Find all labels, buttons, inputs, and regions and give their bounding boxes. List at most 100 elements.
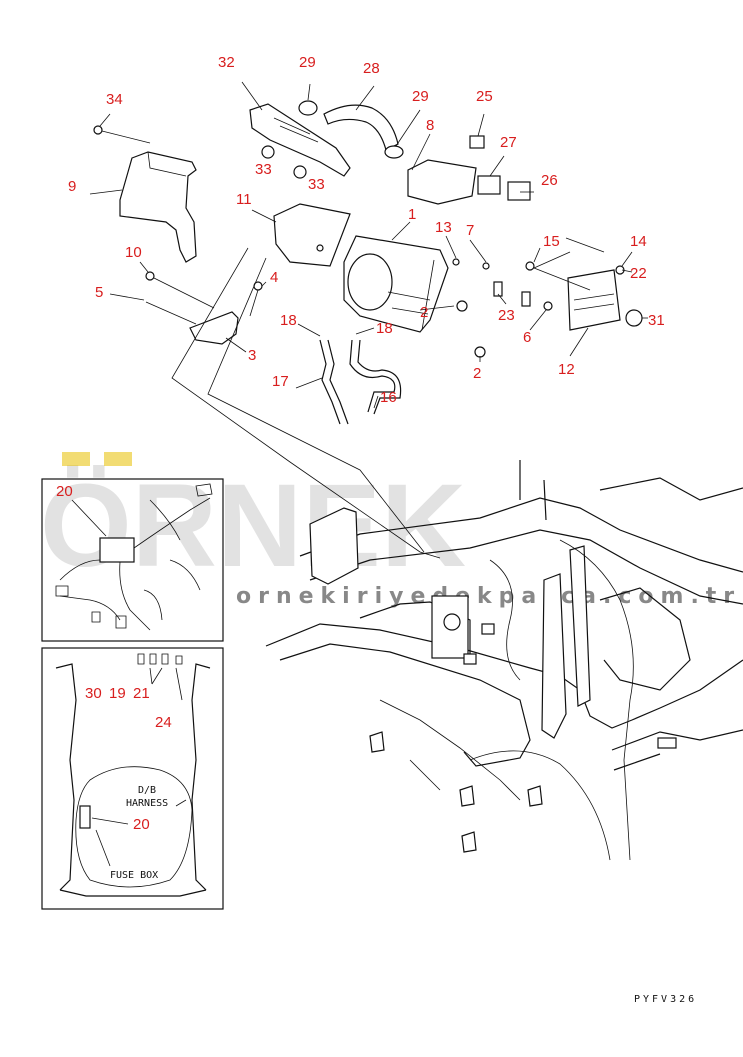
part-bolt-10 xyxy=(145,271,155,281)
part-bracket-32 xyxy=(249,103,351,177)
callout-33-a: 33 xyxy=(255,161,272,178)
chassis-square-a xyxy=(481,623,495,635)
callout-18-a: 18 xyxy=(280,312,297,329)
inset-2-leaders xyxy=(91,667,187,867)
part-controller-12-detail xyxy=(573,293,615,311)
callout-30: 30 xyxy=(85,685,102,702)
chassis-top-right xyxy=(519,460,743,521)
label-harness: HARNESS xyxy=(126,798,168,809)
chassis-wire-a xyxy=(489,539,634,861)
callout-29-a: 29 xyxy=(299,54,316,71)
label-db: D/B xyxy=(138,785,156,796)
part-nut-33b xyxy=(293,165,307,179)
callout-12: 12 xyxy=(558,361,575,378)
callout-6: 6 xyxy=(523,329,531,346)
chassis-lower-frame xyxy=(379,699,521,801)
callout-21: 21 xyxy=(133,685,150,702)
part-pin-5 xyxy=(145,301,197,325)
callout-15: 15 xyxy=(543,233,560,250)
part-harness-16 xyxy=(349,339,396,413)
part-bolt-4-shank xyxy=(249,289,259,317)
chassis-square-b xyxy=(463,653,477,665)
callout-34: 34 xyxy=(106,91,123,108)
callout-29-b: 29 xyxy=(412,88,429,105)
callout-22: 22 xyxy=(630,265,647,282)
inset-2-fuse-box xyxy=(79,805,91,829)
part-clamp-29a xyxy=(298,100,318,116)
callout-19: 19 xyxy=(109,685,126,702)
callout-26: 26 xyxy=(541,172,558,189)
callout-2-b: 2 xyxy=(473,365,481,382)
callout-8: 8 xyxy=(426,117,434,134)
callout-17: 17 xyxy=(272,373,289,390)
inset-2-connectors-21 xyxy=(137,653,183,665)
watermark: ÖRNEK ornekiriyedekparca.com.tr xyxy=(40,452,734,609)
chassis-clip-a xyxy=(369,731,385,753)
part-bolt-10-shank xyxy=(153,277,215,309)
inset-2-frame xyxy=(41,647,224,910)
part-panel-11 xyxy=(273,203,351,267)
part-nut-33a xyxy=(261,145,275,159)
part-housing-1-ring xyxy=(347,253,393,311)
chassis-right-pan xyxy=(611,729,743,771)
part-cover-26 xyxy=(507,181,531,201)
part-duct-9-edge xyxy=(147,151,187,177)
callout-10: 10 xyxy=(125,244,142,261)
chassis-beam-b xyxy=(309,529,743,605)
callout-11: 11 xyxy=(236,191,252,208)
chassis-wire-b xyxy=(469,750,611,861)
part-housing-1-plate xyxy=(387,291,431,315)
part-bolt-7 xyxy=(482,262,490,270)
callout-23: 23 xyxy=(498,307,515,324)
callout-20-a: 20 xyxy=(56,483,73,500)
inset-2-frame-left xyxy=(55,663,77,891)
chassis-assembly xyxy=(265,460,743,861)
callout-2-a: 2 xyxy=(420,304,428,321)
top-assembly xyxy=(89,81,648,559)
chassis-frame-lower xyxy=(279,643,531,767)
part-clamp-29b xyxy=(384,145,404,159)
part-bracket-32-slot xyxy=(273,117,319,143)
inset-2-harness-loop xyxy=(75,766,193,888)
callout-32: 32 xyxy=(218,54,235,71)
part-nut-2a xyxy=(456,300,468,312)
part-harness-17 xyxy=(319,339,341,425)
callouts: 32 29 28 34 29 25 8 27 33 33 26 9 11 1 1… xyxy=(56,54,665,833)
chassis-post-2 xyxy=(569,545,591,707)
callout-24: 24 xyxy=(155,714,172,731)
watermark-accent-right xyxy=(104,452,132,466)
part-bolt-13 xyxy=(452,258,460,266)
part-panel-11-hole xyxy=(316,244,324,252)
part-bolt-6 xyxy=(543,301,553,311)
part-filter-27 xyxy=(477,175,501,195)
callout-31: 31 xyxy=(648,312,665,329)
part-controller-12 xyxy=(567,269,621,331)
chassis-bracket-left xyxy=(309,507,359,585)
part-harness-17-b xyxy=(327,339,349,425)
part-relay-23 xyxy=(493,281,503,297)
callout-28: 28 xyxy=(363,60,380,77)
callout-18-b: 18 xyxy=(376,320,393,337)
callout-5: 5 xyxy=(95,284,103,301)
chassis-frame-main xyxy=(265,623,743,729)
part-bolt-34 xyxy=(93,125,103,135)
chassis-beam-a xyxy=(299,497,743,573)
part-filter-25 xyxy=(469,135,485,149)
callout-7: 7 xyxy=(466,222,474,239)
label-fuse-box: FUSE BOX xyxy=(110,870,158,881)
part-bracket-3 xyxy=(189,311,239,345)
part-airbox xyxy=(407,159,477,205)
callout-25: 25 xyxy=(476,88,493,105)
inset-1-connectors xyxy=(55,483,213,629)
part-connector-31 xyxy=(625,309,643,327)
part-bolt-34-shank xyxy=(101,130,151,144)
part-relay-23b xyxy=(521,291,531,307)
callout-13: 13 xyxy=(435,219,452,236)
connection-lines xyxy=(171,247,441,559)
leader-20-a xyxy=(71,499,107,537)
inset-harness-detail xyxy=(41,478,224,642)
part-hose-28 xyxy=(323,104,399,151)
chassis-clip-b xyxy=(459,785,475,807)
drawing-code: PYFV326 xyxy=(634,994,697,1005)
